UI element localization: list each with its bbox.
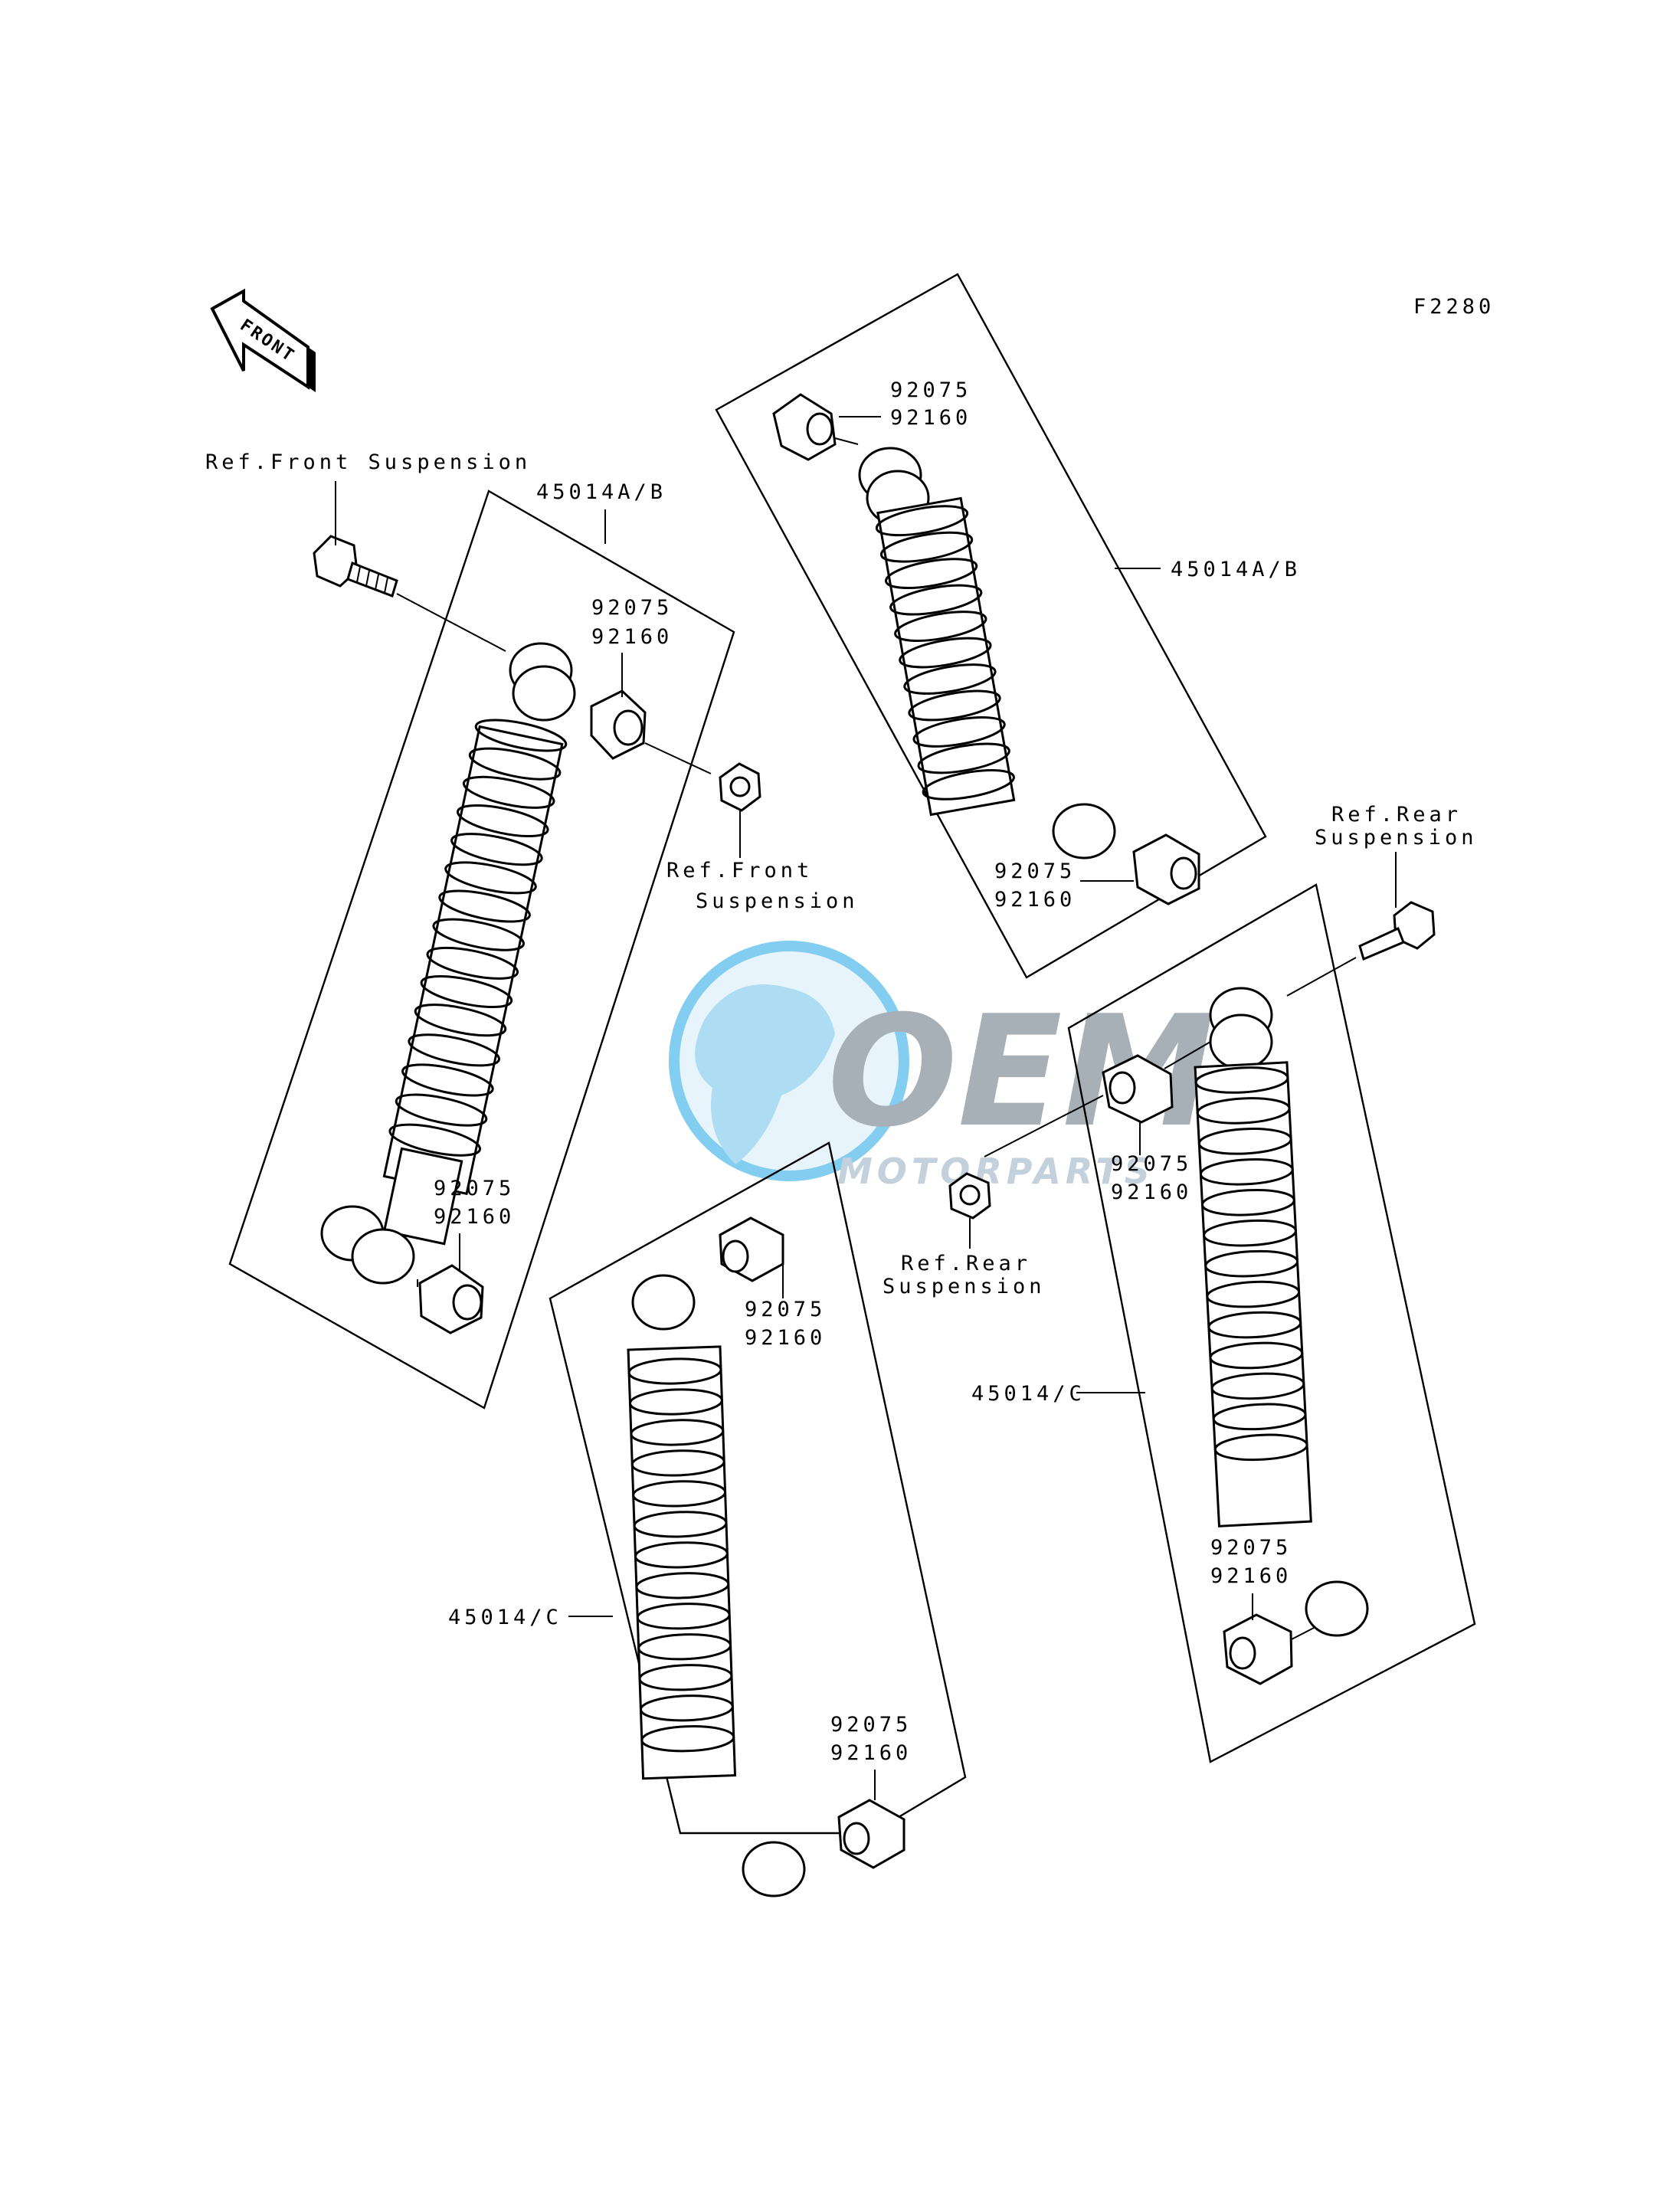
shock-absorber-rear-upper — [715, 273, 1267, 979]
label-bushing-right-top: 92075 — [890, 378, 971, 402]
bolt-icon — [313, 535, 398, 598]
figure-code: F2280 — [1413, 295, 1495, 319]
bushing-icon — [1223, 1613, 1293, 1685]
bushing-icon — [418, 1264, 484, 1334]
label-collar-right-middle: 92160 — [1111, 1180, 1192, 1204]
label-bushing-right-middle: 92075 — [1111, 1152, 1192, 1176]
shock-absorber-front-right — [549, 1141, 967, 1897]
label-shock-ab-right: 45014A/B — [1171, 558, 1301, 581]
label-shock-c-right: 45014/C — [971, 1382, 1086, 1406]
label-shock-ab-left: 45014A/B — [536, 480, 666, 504]
label-collar-left-top: 92160 — [591, 625, 673, 649]
nut-icon — [719, 762, 761, 812]
shock-absorber-front-left — [228, 489, 761, 1410]
label-bushing-left-bottom: 92075 — [434, 1177, 515, 1200]
label-collar-left-bottom: 92160 — [434, 1205, 515, 1229]
label-ref-rear-suspension-mid-1: Ref.Rear — [901, 1252, 1031, 1275]
label-collar-right-upper-bottom: 92160 — [994, 888, 1076, 912]
label-ref-front-suspension-top: Ref.Front Suspension — [205, 450, 531, 474]
bushing-icon — [772, 393, 837, 461]
shock-absorber-rear-lower — [948, 883, 1476, 1763]
label-collar-right-top: 92160 — [890, 406, 971, 430]
bolt-icon — [1358, 901, 1436, 961]
label-shock-c-center: 45014/C — [448, 1606, 562, 1629]
label-collar-center-top: 92160 — [745, 1326, 826, 1350]
nut-icon — [948, 1172, 991, 1220]
bushing-icon — [590, 689, 647, 760]
label-collar-center-bottom: 92160 — [830, 1741, 912, 1765]
label-bushing-center-top: 92075 — [745, 1298, 826, 1321]
label-bushing-center-bottom: 92075 — [830, 1713, 912, 1737]
label-collar-right-bottom: 92160 — [1210, 1564, 1292, 1588]
bushing-icon — [1102, 1054, 1174, 1124]
label-ref-rear-suspension-top-2: Suspension — [1315, 826, 1478, 850]
label-bushing-right-bottom: 92075 — [1210, 1536, 1292, 1560]
bushing-icon — [837, 1799, 905, 1869]
label-ref-front-suspension-mid-1: Ref.Front — [666, 859, 813, 882]
watermark-tagline: MOTORPARTS — [837, 1151, 1154, 1192]
label-ref-front-suspension-mid-2: Suspension — [696, 889, 859, 913]
label-ref-rear-suspension-top-1: Ref.Rear — [1331, 803, 1462, 827]
label-bushing-left-top: 92075 — [591, 596, 673, 620]
label-bushing-right-upper-bottom: 92075 — [994, 859, 1076, 883]
front-arrow-icon: FRONT — [210, 288, 316, 392]
bushing-icon — [719, 1216, 784, 1282]
bushing-icon — [1132, 833, 1200, 905]
label-ref-rear-suspension-mid-2: Suspension — [883, 1275, 1046, 1298]
